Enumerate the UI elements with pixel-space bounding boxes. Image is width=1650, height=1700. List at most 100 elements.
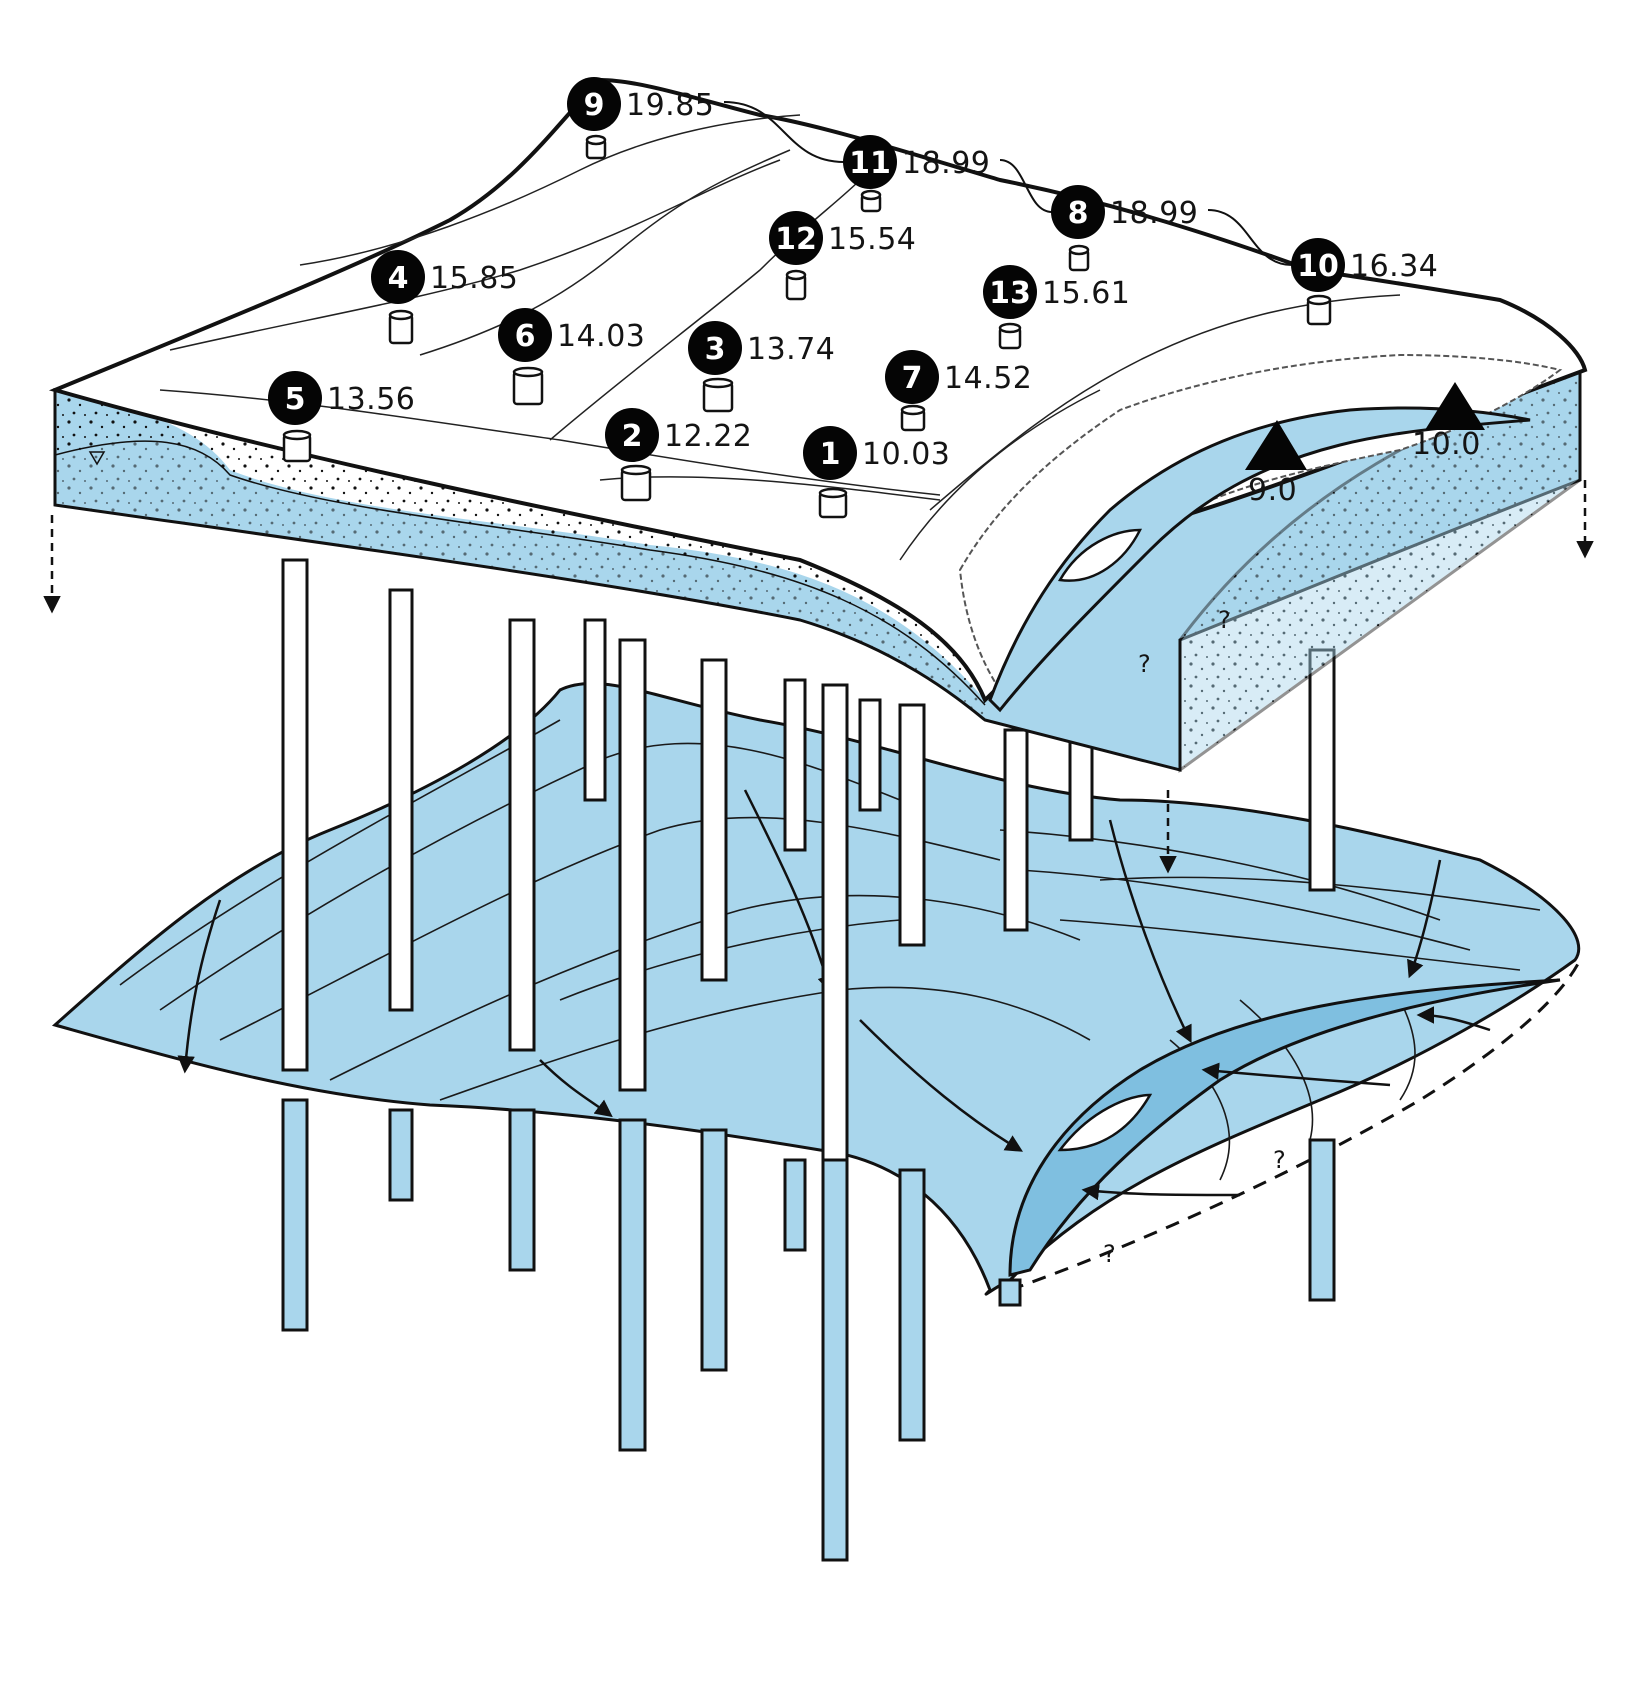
- uncertainty-mark: ?: [1138, 650, 1151, 678]
- water-table-fill: [51, 682, 1581, 1296]
- well-casing-lower: [508, 1108, 536, 1272]
- well-head-top: [998, 322, 1022, 334]
- well-connector-line: [723, 101, 845, 163]
- vertical-dashed-arrows: [43, 480, 1594, 874]
- well-number: 8: [1068, 196, 1089, 231]
- well-number: 12: [775, 222, 817, 257]
- terrain-line: [899, 389, 1101, 561]
- flow-arrow: [1416, 1006, 1491, 1032]
- well-water-level-label: 13.74: [747, 332, 835, 367]
- contour-line: [119, 719, 561, 986]
- well-water-level-label: 15.85: [430, 261, 518, 296]
- stream-gauge-label: 10.0: [1412, 427, 1481, 462]
- well-connector-line: [1207, 209, 1293, 266]
- well-number: 6: [515, 319, 536, 354]
- uncertainty-mark: ?: [1103, 1240, 1116, 1268]
- soil-layer-right: [1180, 370, 1580, 770]
- well-head-top: [702, 377, 734, 389]
- well-casing-upper: [1003, 728, 1029, 932]
- contour-line: [999, 829, 1441, 921]
- well-marker-circle: [769, 211, 823, 265]
- well-head-top: [620, 464, 652, 476]
- well-water-level-label: 15.54: [828, 222, 916, 257]
- well-marker-circle: [1051, 185, 1105, 239]
- land-top-surface: [48, 77, 1588, 704]
- well-marker-circle: [567, 77, 621, 131]
- well-casing-upper: [1068, 738, 1094, 842]
- flow-arrow: [1201, 1062, 1391, 1087]
- well-marker-circle: [371, 250, 425, 304]
- uncertainty-mark: ?: [1218, 606, 1231, 634]
- well-casing-upper: [898, 703, 926, 947]
- flow-arrow: [1081, 1182, 1241, 1201]
- well-number: 13: [989, 276, 1031, 311]
- well-marker-circle: [268, 371, 322, 425]
- well-water-level-label: 15.61: [1042, 276, 1130, 311]
- well-head-top: [818, 487, 848, 499]
- well-head-top: [785, 269, 807, 281]
- well-number: 10: [1297, 249, 1339, 284]
- well-casing-upper: [508, 618, 536, 1052]
- well-casing-lower: [388, 1108, 414, 1202]
- well-casing-lower: [998, 1278, 1022, 1307]
- well-number: 9: [584, 88, 605, 123]
- well-number: 1: [820, 437, 841, 472]
- uncertainty-marks: ? ? ? ?: [1103, 606, 1286, 1268]
- well-marker-circle: [498, 308, 552, 362]
- stream-gauge-label: 9.0: [1248, 473, 1297, 508]
- contour-line: [1399, 999, 1416, 1101]
- well-casings: [281, 558, 1336, 1562]
- well-number: 2: [622, 419, 643, 454]
- well-marker-circle: [688, 321, 742, 375]
- well-head-top: [282, 429, 312, 441]
- well-marker-circle: [605, 408, 659, 462]
- well-water-level-label: 14.03: [557, 319, 645, 354]
- flow-arrow: [177, 899, 222, 1074]
- well-water-level-label: 10.03: [862, 437, 950, 472]
- flow-arrow: [1108, 819, 1192, 1044]
- well-water-level-label: 12.22: [664, 419, 752, 454]
- stream-gauges: 9.0 10.0: [1245, 382, 1485, 508]
- well-casing-lower: [618, 1118, 647, 1452]
- well-casing-upper: [1308, 648, 1336, 892]
- flow-arrows: [177, 789, 1491, 1201]
- contour-line: [329, 894, 1081, 1081]
- well-head-top: [860, 189, 882, 201]
- well-casing-upper: [821, 683, 849, 1167]
- well-casing-upper: [388, 588, 414, 1012]
- well-number: 7: [902, 361, 923, 396]
- well-heads: [282, 134, 1332, 519]
- well-water-level-label: 18.99: [1110, 196, 1198, 231]
- well-casing-upper: [858, 698, 882, 812]
- well-casing-lower: [1308, 1138, 1336, 1302]
- well-water-level-label: 19.85: [626, 88, 714, 123]
- flow-arrow: [539, 1059, 613, 1118]
- contour-line: [1059, 919, 1521, 971]
- well-casing-lower: [898, 1168, 926, 1442]
- well-water-level-label: 18.99: [902, 146, 990, 181]
- well-head-top: [900, 404, 926, 416]
- well-water-level-label: 13.56: [327, 382, 415, 417]
- water-table-surface: [51, 682, 1582, 1296]
- well-head-top: [1068, 244, 1090, 256]
- water-table-line-front: [54, 440, 986, 706]
- well-casing-lower: [281, 1098, 309, 1332]
- land-block: [43, 77, 1594, 874]
- well-casing-upper: [583, 618, 607, 802]
- water-level-triangle: [88, 451, 106, 466]
- well-head-top: [512, 366, 544, 378]
- uncertain-boundary: [1009, 959, 1582, 1292]
- well-casing-lower: [783, 1158, 807, 1252]
- well-marker-circle: [885, 350, 939, 404]
- stream-gauge-triangle: [1245, 420, 1307, 470]
- well-marker-circle: [983, 265, 1037, 319]
- well-casing-upper: [783, 678, 807, 852]
- terrain-line: [419, 149, 791, 356]
- well-casing-lower: [700, 1128, 728, 1372]
- terrain-line: [549, 179, 861, 441]
- stream-gauge-triangle: [1425, 382, 1485, 430]
- well-marker-circle: [843, 135, 897, 189]
- soil-dots-lower-left: [55, 441, 985, 720]
